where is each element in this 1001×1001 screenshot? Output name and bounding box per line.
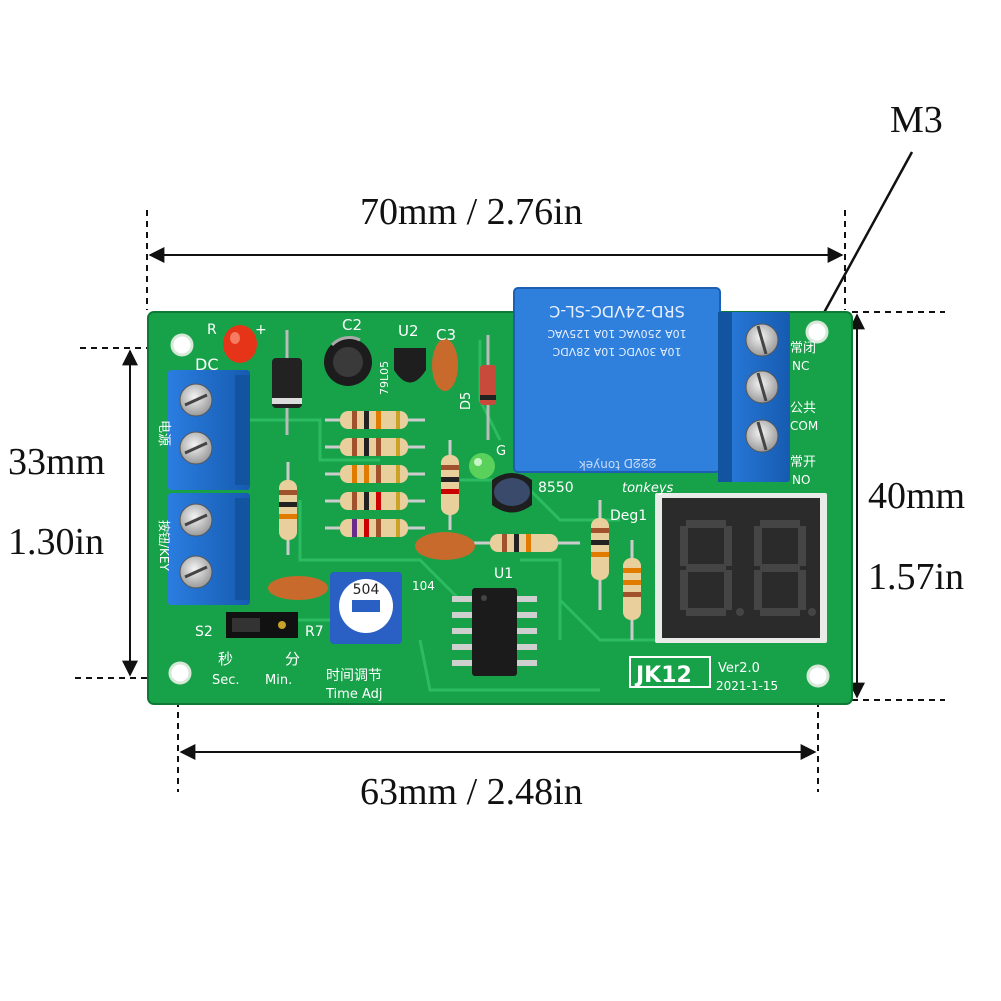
brand-label: tonkeys	[622, 481, 674, 496]
relay-terminal-block	[718, 312, 790, 482]
diode-d5	[480, 335, 496, 440]
label-dc: DC	[195, 355, 219, 374]
relay-model: SRD-24VDC-SL-C	[549, 302, 685, 321]
resistor-deg-1	[591, 500, 609, 610]
label-time-adj: Time Adj	[325, 687, 382, 702]
bottom-width-label: 63mm / 2.48in	[360, 771, 583, 813]
seven-segment-display	[655, 493, 827, 643]
red-led	[223, 325, 257, 363]
capacitor-c2	[324, 336, 372, 386]
mount-hole-top-right	[805, 320, 829, 344]
capacitor-c3	[432, 339, 458, 391]
relay: SRD-24VDC-SL-C 10A 250VAC 10A 125VAC 10A…	[513, 287, 721, 473]
label-c2: C2	[342, 316, 362, 334]
relay-rating-1: 10A 250VAC 10A 125VAC	[547, 327, 687, 340]
label-r: R	[207, 322, 217, 338]
capacitor-104-center	[415, 532, 475, 560]
label-plus: +	[255, 322, 267, 338]
trimmer-potentiometer: 504	[330, 572, 402, 644]
label-no: NO	[792, 473, 810, 487]
model-label: JK12	[634, 663, 692, 688]
resistor-horizontal-center	[470, 534, 580, 552]
diode	[272, 330, 302, 435]
label-min-cn: 分	[285, 650, 300, 668]
label-nc-cn: 常闭	[790, 341, 816, 356]
label-u1: U1	[494, 566, 513, 582]
label-g: G	[496, 444, 506, 459]
label-u2: U2	[398, 322, 419, 340]
relay-bottom-mark: ʞəʎuoʇ ᗡᘔᘔᘔ	[578, 457, 657, 471]
label-reg: 79L05	[378, 361, 391, 395]
pot-code: 504	[353, 582, 380, 598]
jumper-s2	[226, 612, 298, 638]
hole-size-label: M3	[890, 99, 943, 141]
resistor-deg-2	[623, 540, 641, 640]
capacitor-104-left	[268, 576, 328, 600]
resistor-vertical-mid	[441, 440, 459, 530]
label-8550: 8550	[538, 480, 574, 496]
dimension-lines	[75, 151, 945, 792]
resistor-vertical-left	[279, 462, 297, 555]
relay-rating-2: 10A 30VDC 10A 28VDC	[552, 345, 681, 358]
right-height-mm-label: 40mm	[868, 475, 966, 517]
mount-hole-top-left	[170, 333, 194, 357]
label-com-cn: 公共	[790, 401, 816, 416]
label-nc: NC	[792, 359, 809, 373]
label-r7: R7	[305, 624, 324, 640]
top-width-label: 70mm / 2.76in	[360, 191, 583, 233]
label-key-cn: 按钮/KEY	[157, 520, 172, 571]
date-label: 2021-1-15	[716, 679, 778, 693]
left-height-in-label: 1.30in	[8, 521, 105, 563]
version-label: Ver2.0	[718, 661, 760, 676]
label-s2: S2	[195, 624, 213, 640]
label-com: COM	[790, 419, 818, 433]
label-time-adj-cn: 时间调节	[326, 668, 382, 684]
silkscreen-labels: R + C2 U2 C3 DC 79L05 D5 G 8550 Deg1 U1 …	[156, 316, 818, 702]
regulator-u2	[394, 348, 426, 383]
label-no-cn: 常开	[790, 455, 816, 470]
label-deg1: Deg1	[610, 508, 647, 524]
resistor-bank	[325, 411, 425, 537]
ic-u1	[452, 588, 537, 676]
label-sec-cn: 秒	[218, 650, 233, 668]
left-height-mm-label: 33mm	[8, 441, 106, 483]
mount-hole-bottom-left	[168, 661, 192, 685]
label-min: Min.	[265, 673, 292, 688]
green-led	[469, 453, 495, 479]
key-terminal-block	[168, 493, 250, 605]
label-d5: D5	[459, 392, 474, 410]
label-c3: C3	[436, 326, 456, 344]
mount-hole-bottom-right	[806, 664, 830, 688]
power-terminal-block	[168, 370, 250, 490]
transistor-8550	[492, 473, 532, 513]
label-104: 104	[412, 579, 435, 593]
label-sec: Sec.	[212, 673, 240, 688]
right-height-in-label: 1.57in	[868, 556, 965, 598]
label-power-cn: 电源	[156, 420, 171, 446]
